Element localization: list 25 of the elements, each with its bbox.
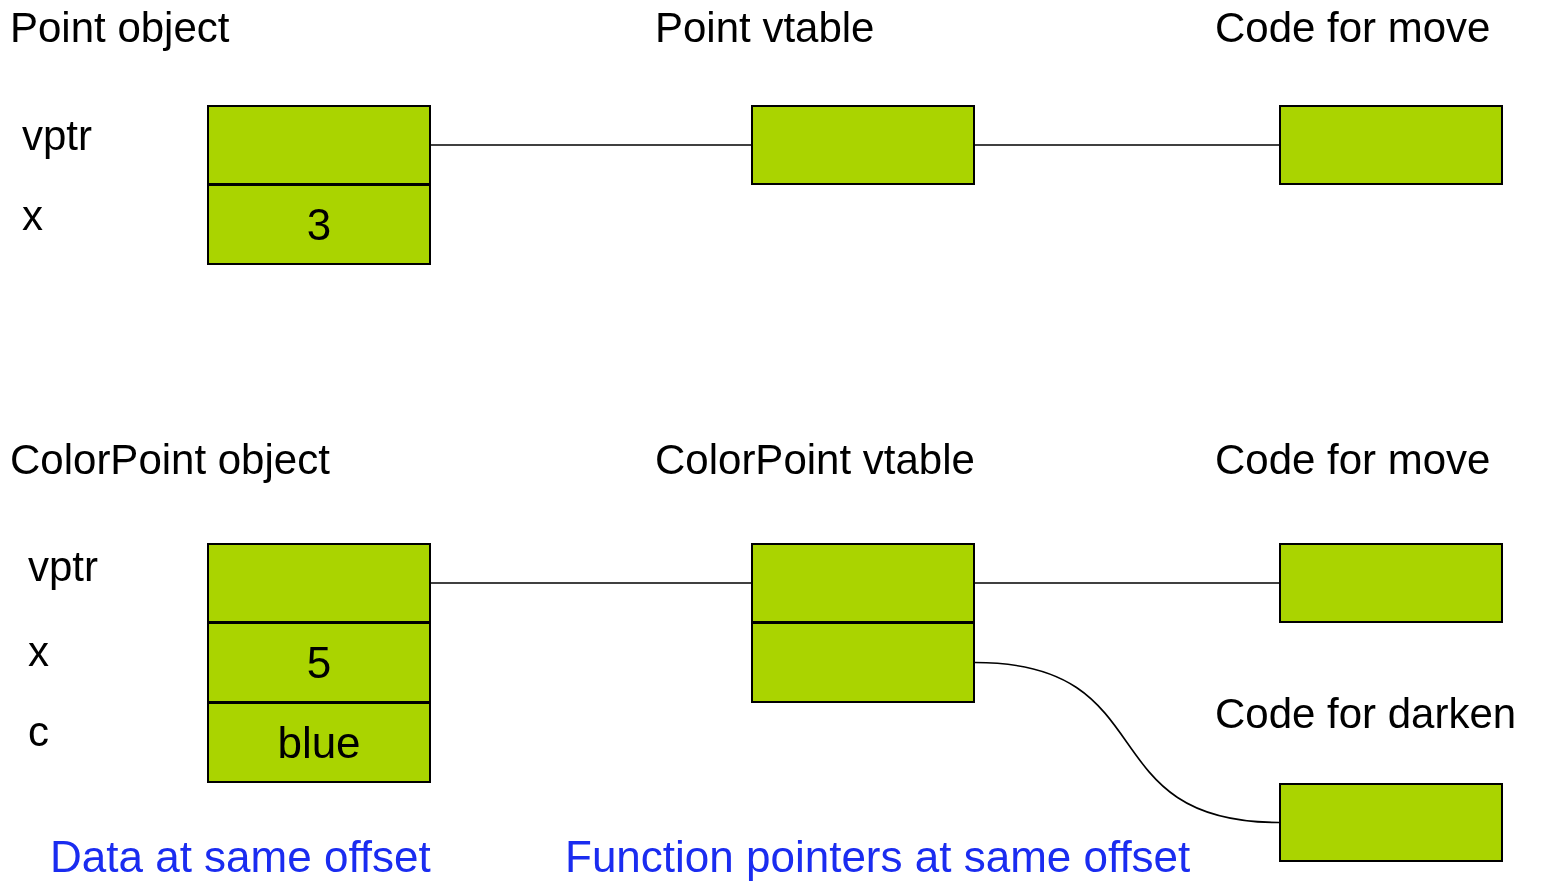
- memory-cell: 5: [207, 622, 431, 703]
- memory-cell: [751, 105, 975, 185]
- memory-cell: [1279, 543, 1503, 623]
- memory-cell: [207, 543, 431, 623]
- heading: Code for darken: [1215, 690, 1517, 738]
- heading: Code for move: [1215, 436, 1491, 484]
- heading: Point object: [10, 4, 230, 52]
- heading: Code for move: [1215, 4, 1491, 52]
- row-label: vptr: [28, 543, 98, 591]
- row-label: x: [28, 628, 49, 676]
- memory-cell: [751, 622, 975, 703]
- memory-cell: [751, 543, 975, 623]
- heading: ColorPoint vtable: [655, 436, 975, 484]
- heading: Point vtable: [655, 4, 875, 52]
- heading: ColorPoint object: [10, 436, 330, 484]
- memory-cell: [1279, 105, 1503, 185]
- memory-cell: blue: [207, 702, 431, 783]
- row-label: c: [28, 708, 49, 756]
- memory-cell: [207, 105, 431, 185]
- memory-cell: 3: [207, 184, 431, 265]
- note: Function pointers at same offset: [565, 832, 1191, 882]
- row-label: vptr: [22, 112, 92, 160]
- memory-cell: [1279, 783, 1503, 862]
- note: Data at same offset: [50, 832, 431, 882]
- row-label: x: [22, 192, 43, 240]
